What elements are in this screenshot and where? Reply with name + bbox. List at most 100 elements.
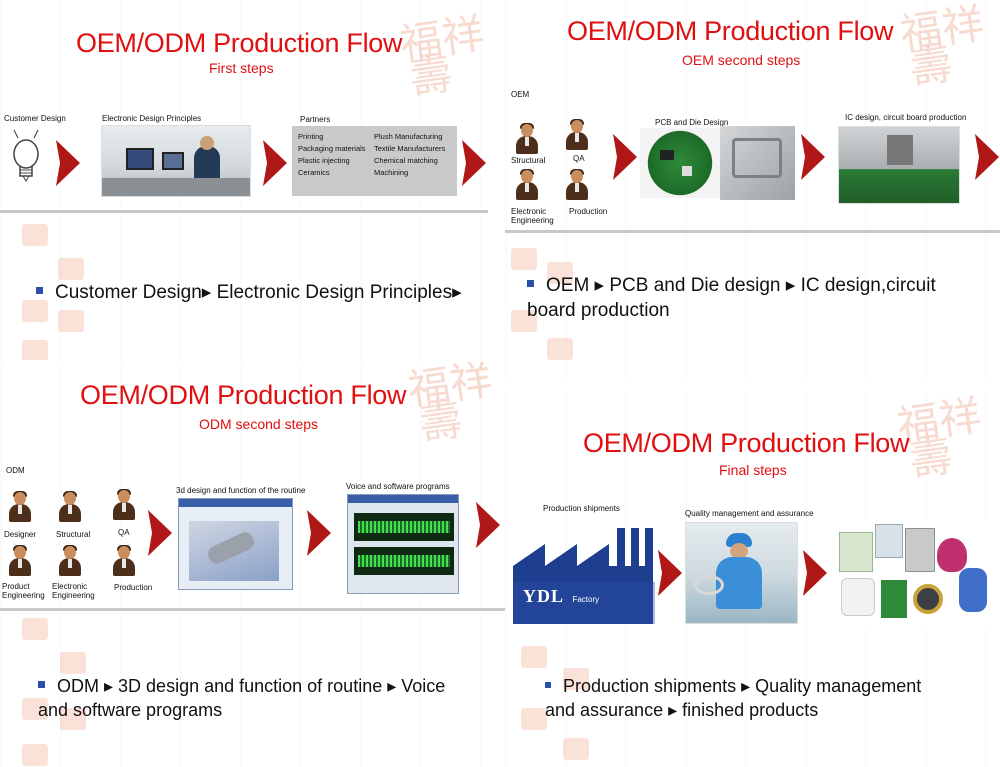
bullet-content: Customer Design▸ Electronic Design Princ… — [55, 282, 462, 303]
role-label: Electronic Engineering — [511, 207, 554, 225]
seal-stamp — [22, 618, 48, 640]
bullet-content: Production shipments ▸ Quality managemen… — [545, 676, 922, 720]
partner-item: Ceramics — [298, 168, 330, 177]
arrow-right-icon — [975, 134, 999, 180]
bullet-marker — [36, 287, 43, 294]
factory-logo-word: Factory — [572, 595, 600, 604]
arrow-right-icon — [148, 510, 172, 556]
lightbulb-icon — [13, 129, 39, 182]
person-icon — [112, 489, 136, 520]
person-icon — [565, 169, 589, 200]
step-label-edp: Electronic Design Principles — [102, 114, 202, 123]
step-label-pcb: PCB and Die Design — [655, 118, 729, 127]
watermark-calligraphy: 壽 — [906, 39, 956, 94]
slide-oem-second-steps: 福祥 壽 OEM/ODM Production Flow OEM second … — [505, 0, 1000, 380]
role-label: QA — [118, 528, 130, 537]
bullet-text: Production shipments ▸ Quality managemen… — [545, 674, 955, 722]
person-icon — [515, 123, 539, 154]
slide-title: OEM/ODM Production Flow — [76, 28, 403, 58]
role-label: Production — [114, 583, 153, 592]
step-label-shipments: Production shipments — [543, 504, 620, 513]
person-icon — [112, 545, 136, 576]
die-mold-photo — [720, 126, 795, 200]
audio-software-screenshot — [347, 494, 459, 594]
seal-stamp — [547, 338, 573, 360]
slide-subtitle: ODM second steps — [199, 416, 319, 432]
arrow-right-icon — [263, 140, 287, 186]
pcb-photo — [640, 128, 720, 198]
arrow-right-icon — [476, 502, 500, 548]
seal-stamp — [58, 258, 84, 280]
factory-logo: YDL Factory — [523, 586, 599, 607]
bullet-text: ODM ▸ 3D design and function of routine … — [38, 674, 478, 722]
role-label: Electronic Engineering — [52, 582, 95, 600]
bullet-marker — [545, 682, 551, 688]
role-label: QA — [573, 154, 585, 163]
partner-item: Machining — [374, 168, 409, 177]
circuit-production-photo — [838, 126, 960, 204]
partner-item: Printing — [298, 132, 324, 141]
role-label: Product Engineering — [2, 582, 45, 600]
step-label-3d-design: 3d design and function of the routine — [176, 486, 306, 495]
watermark-calligraphy: 壽 — [416, 395, 466, 450]
person-icon — [58, 491, 82, 522]
seal-stamp — [58, 310, 84, 332]
role-label: Production — [569, 207, 608, 216]
seal-stamp — [511, 310, 537, 332]
slide-divider — [0, 210, 488, 213]
factory-logo-mark: YDL — [523, 586, 565, 606]
arrow-right-icon — [307, 510, 331, 556]
role-label: Structural — [511, 156, 546, 165]
bullet-marker — [38, 681, 45, 688]
partner-item: Packaging materials — [298, 144, 366, 153]
person-icon — [58, 545, 82, 576]
partner-item: Chemical matching — [374, 156, 438, 165]
cad-software-screenshot — [178, 498, 293, 590]
bullet-text: OEM ▸ PCB and Die design ▸ IC design,cir… — [527, 273, 967, 323]
step-label-customer-design: Customer Design — [4, 114, 66, 123]
seal-stamp — [60, 708, 86, 730]
partner-item: Plush Manufacturing — [374, 132, 443, 141]
bullet-marker — [527, 280, 534, 287]
seal-stamp — [547, 262, 573, 284]
step-label-partners: Partners — [300, 115, 331, 124]
person-icon — [565, 119, 589, 150]
partner-item: Plastic injecting — [298, 156, 350, 165]
seal-stamp — [563, 668, 589, 690]
arrow-right-icon — [462, 140, 486, 186]
quality-inspection-photo — [685, 522, 798, 624]
partners-box: Printing Plush Manufacturing Packaging m… — [292, 126, 457, 196]
arrow-right-icon — [658, 550, 682, 596]
seal-stamp — [22, 224, 48, 246]
seal-stamp — [22, 744, 48, 766]
slide-odm-second-steps: 福祥 壽 OEM/ODM Production Flow ODM second … — [0, 362, 505, 767]
step-label-voice-software: Voice and software programs — [346, 482, 450, 491]
arrow-right-icon — [803, 550, 827, 596]
role-label: Structural — [56, 530, 91, 539]
partner-item: Textile Manufacturers — [374, 144, 446, 153]
watermark-calligraphy: 壽 — [406, 49, 456, 104]
step-label-quality: Quality management and assurance — [685, 509, 814, 518]
slide-subtitle: First steps — [209, 60, 274, 76]
slide-title: OEM/ODM Production Flow — [583, 428, 910, 458]
step-label-ic: IC design, circuit board production — [845, 113, 967, 122]
slide-title: OEM/ODM Production Flow — [567, 16, 894, 46]
watermark-calligraphy: 壽 — [906, 431, 956, 486]
slide-title: OEM/ODM Production Flow — [80, 380, 407, 410]
slide-subtitle: OEM second steps — [682, 52, 801, 68]
seal-stamp — [521, 708, 547, 730]
group-label-odm: ODM — [6, 466, 25, 475]
arrow-right-icon — [613, 134, 637, 180]
role-label: Designer — [4, 530, 37, 539]
person-icon — [8, 491, 32, 522]
seal-stamp — [22, 300, 48, 322]
arrow-right-icon — [801, 134, 825, 180]
seal-stamp — [511, 248, 537, 270]
factory-icon — [513, 528, 655, 624]
bullet-content: ODM ▸ 3D design and function of routine … — [38, 676, 446, 720]
seal-stamp — [521, 646, 547, 668]
office-photo — [101, 125, 251, 197]
bullet-text: Customer Design▸ Electronic Design Princ… — [36, 280, 484, 305]
slide-first-steps: 福祥 壽 OEM/ODM Production Flow First steps… — [0, 0, 488, 360]
partners-list: Printing Plush Manufacturing Packaging m… — [298, 132, 451, 177]
